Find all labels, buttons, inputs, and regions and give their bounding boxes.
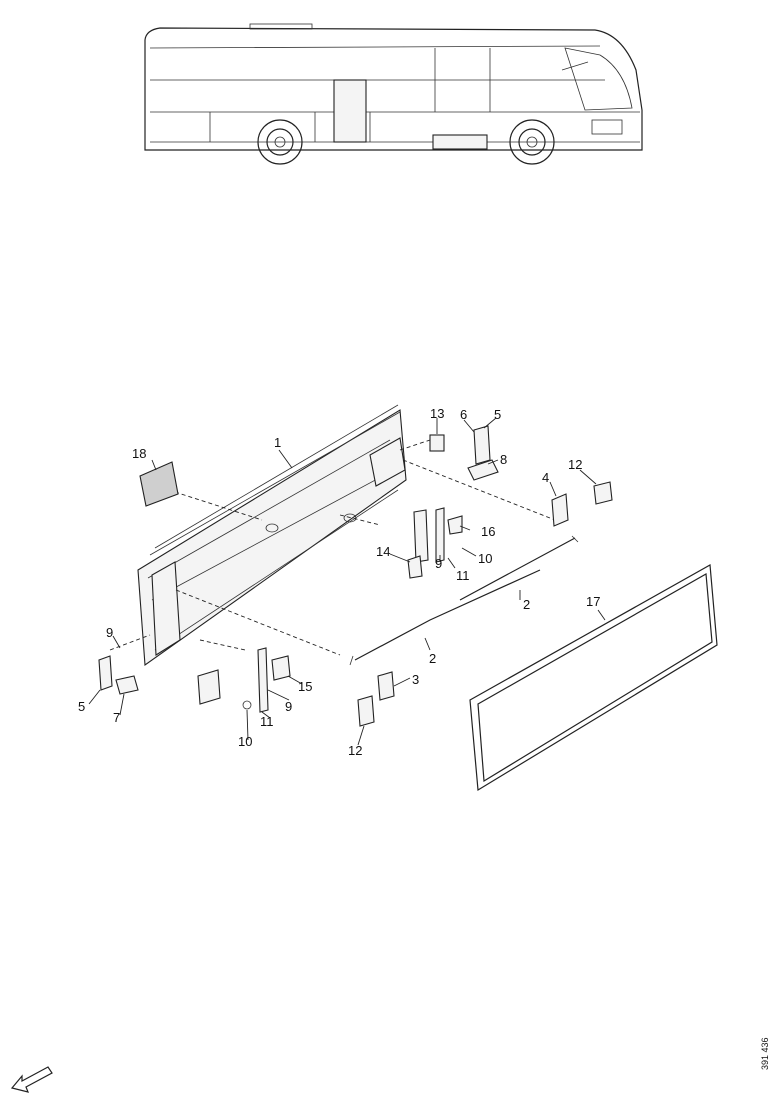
callout-11: 11 — [260, 714, 274, 729]
callout-14: 14 — [376, 544, 390, 559]
callout-8: 8 — [500, 452, 507, 467]
callout-11: 11 — [456, 568, 470, 583]
callout-3: 3 — [412, 672, 419, 687]
callout-17: 17 — [586, 594, 600, 609]
callout-10: 10 — [238, 734, 252, 749]
callout-9: 9 — [285, 699, 292, 714]
figure-reference-code: 391 436 — [760, 1037, 770, 1070]
callout-10: 10 — [478, 551, 492, 566]
callout-1: 1 — [274, 435, 281, 450]
callout-labels: 1 2 2 3 4 5 5 6 7 8 9 9 9 10 10 11 11 12… — [78, 406, 600, 758]
callout-2: 2 — [429, 651, 436, 666]
seal-gasket — [469, 564, 718, 792]
linkage-rods — [349, 535, 579, 666]
callout-18: 18 — [132, 446, 146, 461]
callout-2: 2 — [523, 597, 530, 612]
callout-15: 15 — [298, 679, 312, 694]
bus-side-view-icon — [144, 23, 643, 165]
callout-16: 16 — [481, 524, 495, 539]
assembly-lines — [109, 439, 556, 656]
callout-5: 5 — [494, 407, 501, 422]
callout-12: 12 — [568, 457, 582, 472]
hardware-parts — [98, 425, 613, 727]
callout-9: 9 — [106, 625, 113, 640]
callout-13: 13 — [430, 406, 444, 421]
callout-9: 9 — [435, 556, 442, 571]
callout-5: 5 — [78, 699, 85, 714]
leader-lines — [88, 417, 606, 746]
flap-frame — [137, 404, 407, 667]
callout-4: 4 — [542, 470, 549, 485]
callout-7: 7 — [113, 710, 120, 725]
callout-12: 12 — [348, 743, 362, 758]
callout-6: 6 — [460, 407, 467, 422]
front-direction-arrow-icon — [10, 1066, 53, 1093]
